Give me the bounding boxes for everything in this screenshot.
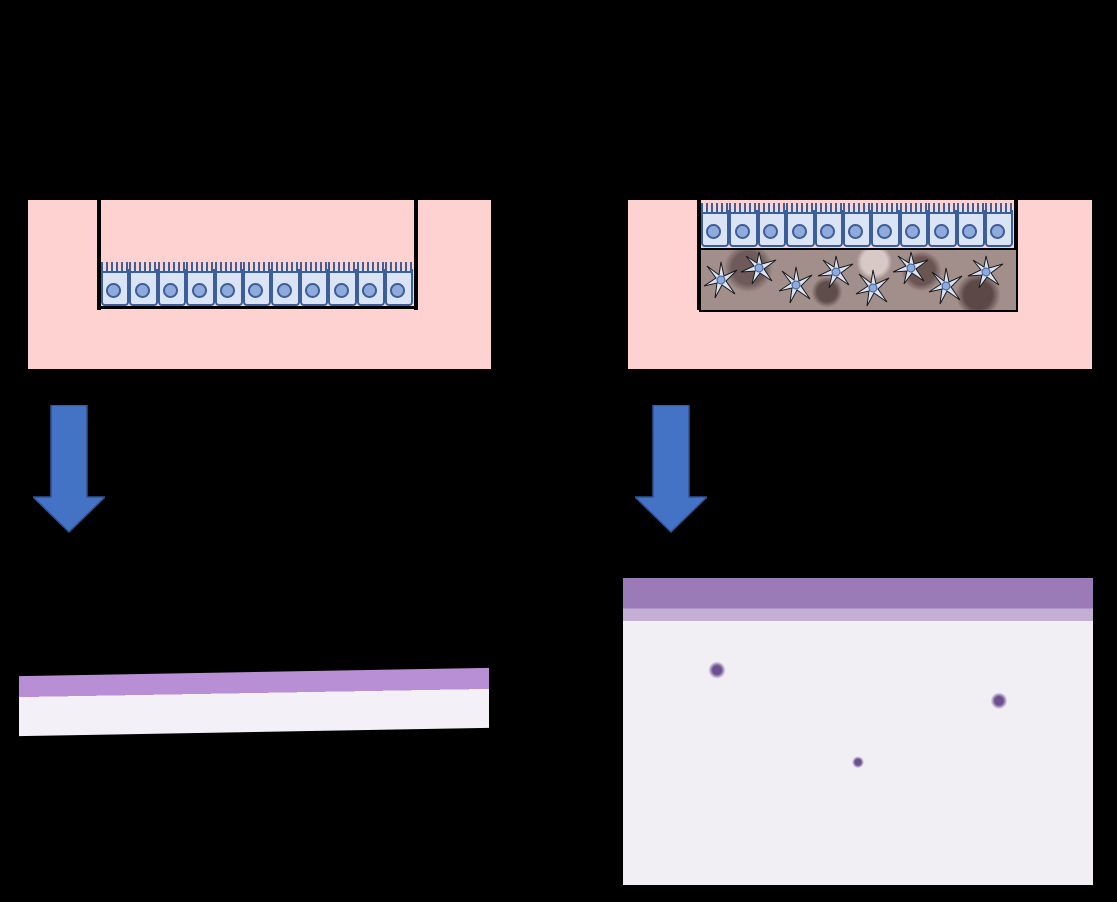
- right-histology-image: [623, 578, 1093, 885]
- left-insert-wall-left: [97, 200, 101, 310]
- epithelial-cell: [984, 203, 1014, 247]
- left-insert-membrane: [97, 306, 418, 309]
- left-histology-image: [19, 667, 489, 737]
- epithelial-cell: [928, 203, 957, 247]
- epithelial-cell: [157, 262, 187, 306]
- epithelial-cell: [842, 203, 872, 247]
- epithelial-cell: [299, 262, 329, 306]
- epithelial-cell: [899, 203, 929, 247]
- epithelial-cell: [814, 203, 843, 247]
- epithelial-cell: [757, 203, 787, 247]
- right-epithelial-layer: [701, 203, 1014, 247]
- left-epithelial-layer: [101, 262, 414, 306]
- epithelial-cell: [101, 262, 130, 306]
- right-fibroblast-matrix: [699, 248, 1018, 312]
- left-down-arrow-icon: [33, 405, 105, 533]
- fibroblast-cells-icon: [703, 251, 1004, 307]
- right-down-arrow-icon: [635, 405, 707, 533]
- epithelial-cell: [328, 262, 357, 306]
- epithelial-cell: [271, 262, 300, 306]
- epithelial-cell: [871, 203, 900, 247]
- epithelial-cell: [214, 262, 243, 306]
- left-insert-wall-right: [414, 200, 418, 310]
- epithelial-cell: [956, 203, 985, 247]
- epithelial-cell: [186, 262, 215, 306]
- epithelial-cell: [356, 262, 385, 306]
- epithelial-cell: [786, 203, 815, 247]
- epithelial-cell: [242, 262, 272, 306]
- epithelial-cell: [701, 203, 730, 247]
- epithelial-cell: [384, 262, 414, 306]
- epithelial-cell: [129, 262, 158, 306]
- epithelial-cell: [729, 203, 758, 247]
